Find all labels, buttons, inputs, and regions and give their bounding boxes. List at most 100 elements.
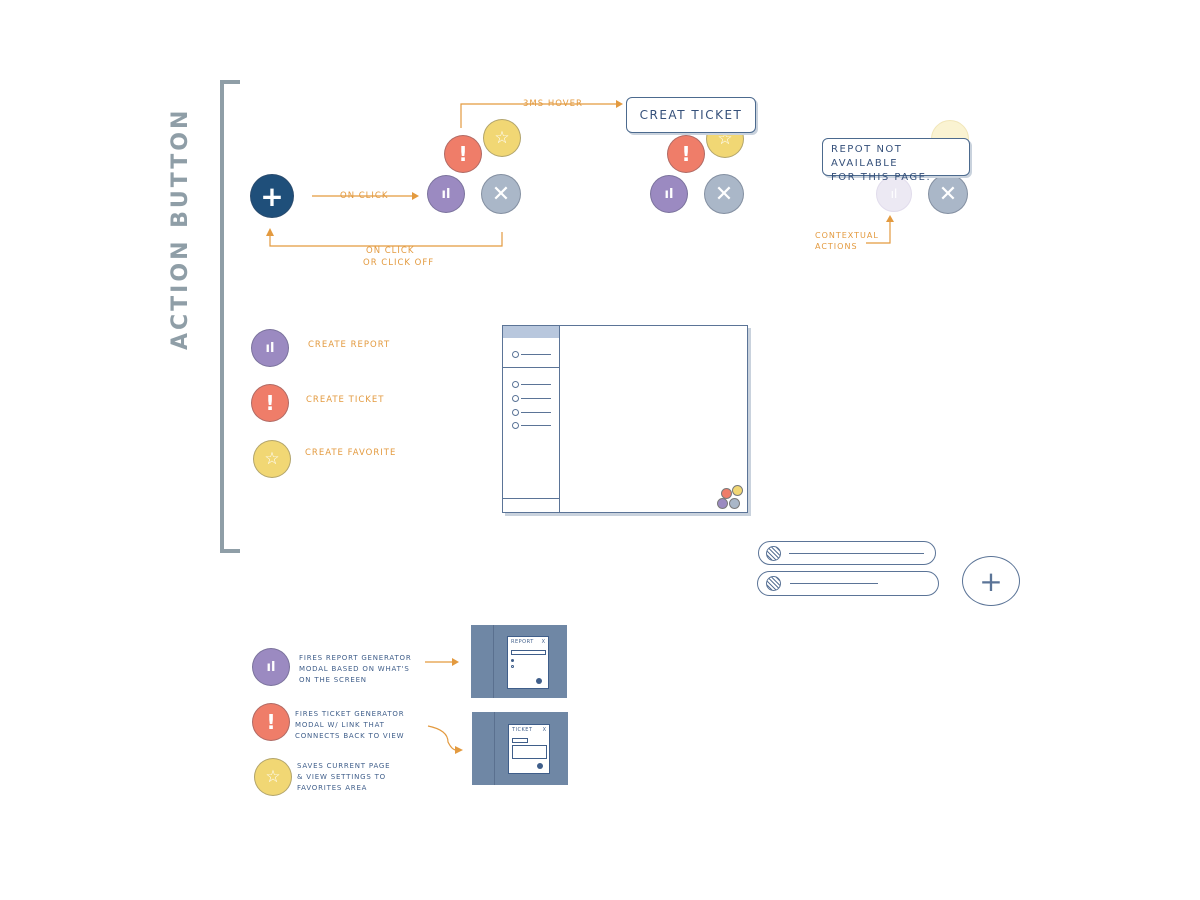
pill-row-2	[757, 571, 939, 596]
favorite-button[interactable]: ☆	[483, 119, 521, 157]
click-off-label: OR CLICK OFF	[363, 258, 435, 268]
ticket-modal-submit	[537, 763, 543, 769]
ticket-button-hover[interactable]: !	[667, 135, 705, 173]
legend-favorite-icon: ☆	[253, 440, 291, 478]
mockup-nav-dot	[512, 395, 519, 402]
desc-report-icon: ıl	[252, 648, 290, 686]
close-button-contextual[interactable]: ✕	[928, 174, 968, 214]
desc-line: FAVORITES AREA	[297, 784, 368, 792]
ticket-modal-title: TICKET	[512, 727, 533, 733]
report-modal: REPORT X	[507, 636, 549, 689]
desc-favorite-icon: ☆	[254, 758, 292, 796]
mockup-sidebar-header	[503, 326, 559, 338]
report-modal-submit	[536, 678, 542, 684]
report-modal-title: REPORT	[511, 639, 534, 645]
report-button-hover[interactable]: ıl	[650, 175, 688, 213]
not-available-line2: FOR THIS PAGE.	[831, 172, 932, 183]
pill-line	[789, 553, 924, 554]
exclamation-icon: !	[458, 142, 468, 166]
report-modal-thumbnail: REPORT X	[471, 625, 567, 698]
desc-line: SAVES CURRENT PAGE	[297, 762, 391, 770]
close-icon: X	[541, 639, 545, 645]
close-icon: X	[542, 727, 546, 733]
ticket-modal-thumbnail: TICKET X	[472, 712, 568, 785]
thumb-sidebar	[471, 625, 494, 698]
pill-line	[790, 583, 878, 584]
mockup-nav-line	[521, 354, 551, 355]
report-button[interactable]: ıl	[427, 175, 465, 213]
action-plus-button[interactable]: +	[250, 174, 294, 218]
contextual-label-1: CONTEXTUAL	[815, 231, 879, 240]
legend-ticket-label: CREATE TICKET	[306, 395, 385, 405]
star-icon: ☆	[717, 129, 733, 149]
star-icon: ☆	[494, 128, 510, 148]
report-radio	[511, 659, 514, 662]
mockup-divider-bottom	[503, 498, 559, 499]
mockup-nav-dot	[512, 381, 519, 388]
bar-chart-icon: ıl	[441, 186, 451, 202]
star-icon: ☆	[265, 767, 281, 787]
mini-report-button	[717, 498, 728, 509]
on-click-back-label: ON CLICK	[366, 246, 415, 256]
desc-ticket-text: FIRES TICKET GENERATOR MODAL W/ LINK THA…	[295, 709, 404, 742]
desc-line: ON THE SCREEN	[299, 676, 367, 684]
mockup-nav-line	[521, 412, 551, 413]
report-radio	[511, 665, 514, 668]
close-button-hover[interactable]: ✕	[704, 174, 744, 214]
desc-ticket-icon: !	[252, 703, 290, 741]
bar-chart-icon: ıl	[265, 340, 275, 356]
bar-chart-icon: ıl	[266, 659, 276, 675]
outline-plus-button[interactable]: +	[962, 556, 1020, 606]
app-mockup	[502, 325, 748, 513]
pill-avatar	[766, 576, 781, 591]
mockup-nav-line	[521, 425, 551, 426]
mini-close-button	[729, 498, 740, 509]
not-available-tooltip: REPOT NOT AVAILABLE FOR THIS PAGE.	[822, 138, 970, 183]
desc-line: & VIEW SETTINGS TO	[297, 773, 386, 781]
mockup-nav-line	[521, 384, 551, 385]
ticket-modal: TICKET X	[508, 724, 550, 774]
close-button[interactable]: ✕	[481, 174, 521, 214]
exclamation-icon: !	[681, 142, 691, 166]
report-modal-field	[511, 650, 546, 655]
bar-chart-icon: ıl	[664, 186, 674, 202]
mockup-nav-dot	[512, 351, 519, 358]
thumb-sidebar	[472, 712, 495, 785]
mini-favorite-button	[732, 485, 743, 496]
legend-favorite-label: CREATE FAVORITE	[305, 448, 397, 458]
pill-row-1	[758, 541, 936, 565]
close-icon: ✕	[938, 181, 958, 207]
pill-avatar	[766, 546, 781, 561]
ticket-button[interactable]: !	[444, 135, 482, 173]
report-button-disabled: ıl	[876, 176, 912, 212]
desc-line: CONNECTS BACK TO VIEW	[295, 732, 405, 740]
exclamation-icon: !	[266, 710, 276, 734]
hover-label: 3MS HOVER	[523, 99, 583, 109]
bar-chart-icon: ıl	[890, 187, 898, 201]
desc-line: MODAL W/ LINK THAT	[295, 721, 385, 729]
close-icon: ✕	[491, 181, 511, 207]
legend-report-label: CREATE REPORT	[308, 340, 391, 350]
legend-ticket-icon: !	[251, 384, 289, 422]
star-icon: ☆	[264, 449, 280, 469]
mini-ticket-button	[721, 488, 732, 499]
on-click-label: ON CLICK	[340, 191, 389, 201]
mockup-nav-dot	[512, 409, 519, 416]
close-icon: ✕	[714, 181, 734, 207]
not-available-line1: REPOT NOT AVAILABLE	[831, 144, 903, 169]
ticket-modal-textarea	[512, 745, 547, 759]
mockup-nav-line	[521, 398, 551, 399]
desc-line: FIRES TICKET GENERATOR	[295, 710, 405, 718]
create-ticket-tooltip: CREAT TICKET	[626, 97, 756, 133]
mockup-nav-dot	[512, 422, 519, 429]
ticket-modal-field	[512, 738, 528, 743]
section-title: ACTION BUTTON	[168, 107, 193, 350]
mockup-divider	[503, 367, 559, 368]
legend-report-icon: ıl	[251, 329, 289, 367]
contextual-label-2: ACTIONS	[815, 242, 858, 251]
desc-favorite-text: SAVES CURRENT PAGE & VIEW SETTINGS TO FA…	[297, 761, 390, 794]
desc-line: MODAL BASED ON WHAT'S	[299, 665, 410, 673]
mockup-sidebar	[503, 326, 560, 512]
desc-line: FIRES REPORT GENERATOR	[299, 654, 412, 662]
